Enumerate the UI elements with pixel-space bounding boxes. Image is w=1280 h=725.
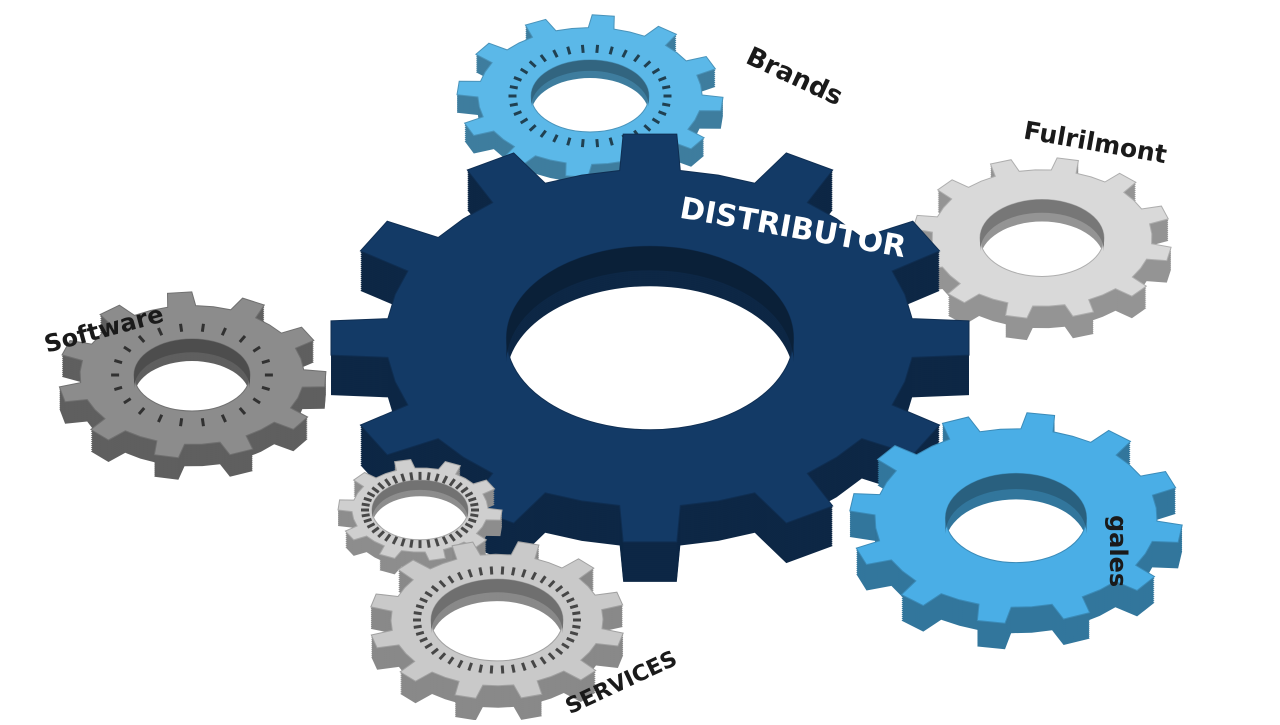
fulfillment-gear: [912, 157, 1172, 341]
sales-gear: [849, 412, 1183, 650]
gears-layer: [58, 14, 1183, 721]
distributor-gear: [330, 133, 970, 582]
software-gear: [58, 291, 327, 480]
fulfillment-label: Fulrilmont: [1022, 116, 1170, 170]
sales-label: gales: [1104, 515, 1132, 587]
services-2-gear: [370, 541, 624, 721]
brands-label: Brands: [741, 41, 847, 112]
